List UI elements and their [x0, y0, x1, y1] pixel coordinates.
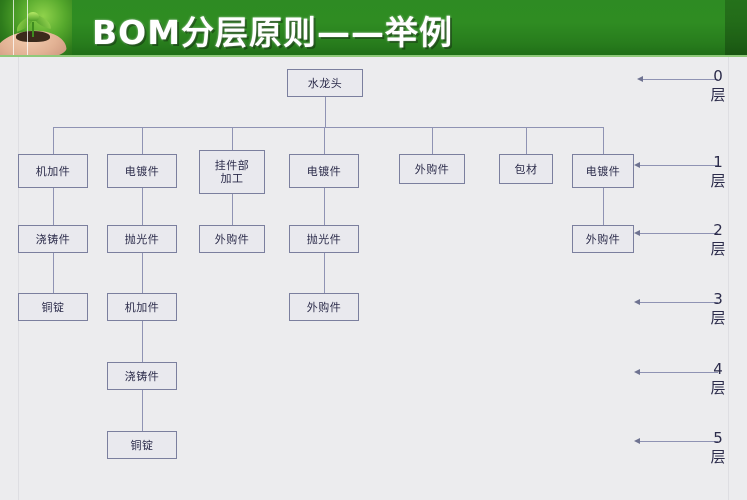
connector-line [324, 188, 325, 225]
bom-node[interactable]: 外购件 [199, 225, 265, 253]
connector-line [603, 188, 604, 225]
bom-node[interactable]: 抛光件 [107, 225, 177, 253]
level-unit-label: 层 [710, 240, 726, 258]
hand-holding-seedling-photo-icon [0, 0, 72, 57]
level-unit-label: 层 [710, 172, 726, 190]
connector-line [603, 127, 604, 154]
connector-line [142, 321, 143, 362]
bom-node[interactable]: 电镀件 [107, 154, 177, 188]
right-guide-rule [728, 57, 729, 500]
level-number: 2 [713, 221, 723, 239]
connector-line [53, 253, 54, 293]
level-unit-label: 层 [710, 86, 726, 104]
level-arrow-line [643, 79, 718, 80]
level-arrow-head-icon [637, 76, 643, 82]
connector-line [324, 253, 325, 293]
level-arrow-head-icon [634, 369, 640, 375]
bom-node[interactable]: 铜锭 [18, 293, 88, 321]
connector-line [142, 390, 143, 431]
bom-node[interactable]: 浇铸件 [107, 362, 177, 390]
connector-line [53, 188, 54, 225]
connector-line [142, 188, 143, 225]
level-arrow-head-icon [634, 162, 640, 168]
level-arrow-line [640, 165, 718, 166]
bom-node[interactable]: 电镀件 [572, 154, 634, 188]
level-arrow-line [640, 441, 718, 442]
level-unit-label: 层 [710, 309, 726, 327]
level-unit-label: 层 [710, 379, 726, 397]
slide-body: 水龙头机加件电镀件挂件部 加工电镀件外购件包材电镀件浇铸件抛光件外购件抛光件外购… [0, 57, 747, 500]
connector-line [142, 253, 143, 293]
photo-divider-line [27, 0, 28, 57]
bom-node-root[interactable]: 水龙头 [287, 69, 363, 97]
connector-line [526, 127, 527, 154]
bom-node[interactable]: 机加件 [107, 293, 177, 321]
level-number: 1 [713, 153, 723, 171]
slide-header-banner: BOM分层原则——举例 [0, 0, 747, 57]
connector-line [53, 127, 54, 154]
level-arrow-line [640, 233, 718, 234]
photo-divider-line [13, 0, 14, 57]
level-arrow-line [640, 302, 718, 303]
bom-node[interactable]: 外购件 [572, 225, 634, 253]
level-arrow-head-icon [634, 299, 640, 305]
bom-node[interactable]: 机加件 [18, 154, 88, 188]
slide-title: BOM分层原则——举例 [92, 13, 454, 52]
leaf-top-shape [27, 12, 39, 21]
level-number: 3 [713, 290, 723, 308]
level-arrow-head-icon [634, 230, 640, 236]
level-arrow-head-icon [634, 438, 640, 444]
bom-node[interactable]: 铜锭 [107, 431, 177, 459]
bom-node[interactable]: 电镀件 [289, 154, 359, 188]
bom-node[interactable]: 挂件部 加工 [199, 150, 265, 194]
level-number: 5 [713, 429, 723, 447]
connector-line [232, 194, 233, 225]
bom-node[interactable]: 外购件 [289, 293, 359, 321]
connector-line [432, 127, 433, 154]
bom-node[interactable]: 抛光件 [289, 225, 359, 253]
level-number: 0 [713, 67, 723, 85]
level-arrow-line [640, 372, 718, 373]
level-number: 4 [713, 360, 723, 378]
connector-line [53, 127, 603, 128]
banner-underline [0, 55, 747, 57]
bom-node[interactable]: 浇铸件 [18, 225, 88, 253]
bom-node[interactable]: 外购件 [399, 154, 465, 184]
left-guide-rule [18, 57, 19, 500]
level-unit-label: 层 [710, 448, 726, 466]
connector-line [325, 97, 326, 127]
connector-line [324, 127, 325, 154]
connector-line [142, 127, 143, 154]
connector-line [232, 127, 233, 150]
bom-node[interactable]: 包材 [499, 154, 553, 184]
banner-right-shade [725, 0, 747, 57]
stem-shape [32, 22, 34, 37]
